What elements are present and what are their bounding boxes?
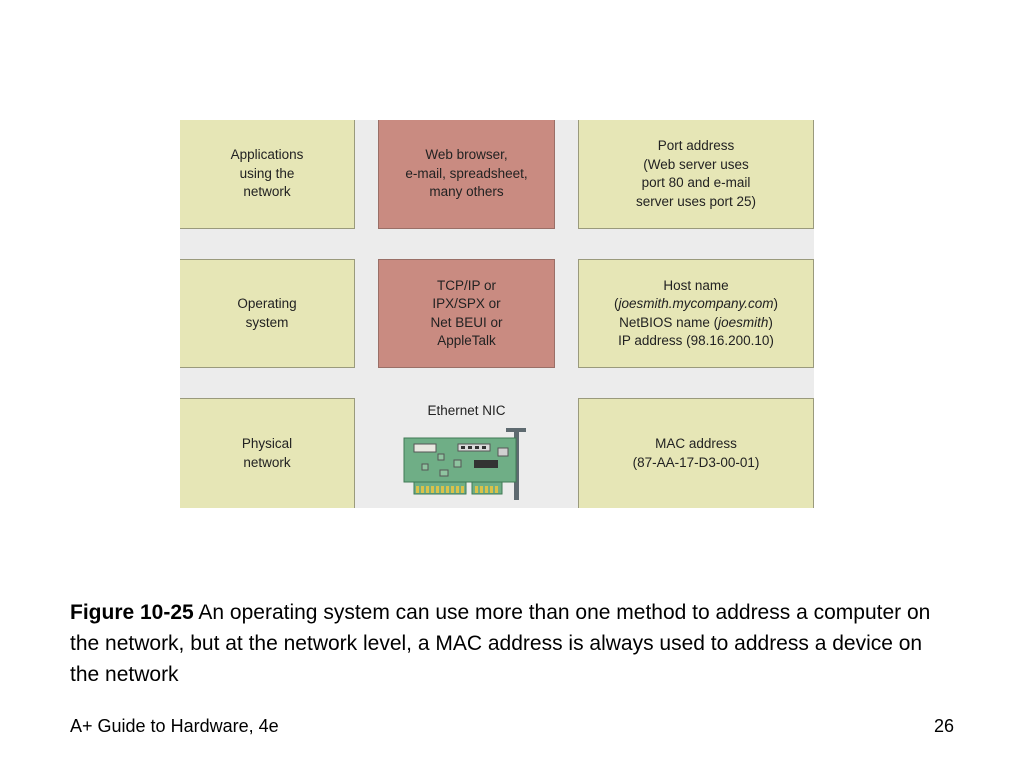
box-line: MAC address [655, 436, 737, 451]
box-line: e-mail, spreadsheet, [405, 165, 528, 181]
applications-box: Applications using the network [180, 120, 355, 229]
box-line: Net BEUI or [430, 314, 503, 330]
box-line: many others [429, 184, 504, 200]
box-line: port 80 and e-mail [641, 175, 751, 190]
host-name-value: joesmith.mycompany.com [618, 296, 774, 311]
host-name-value-line: (joesmith.mycompany.com) [614, 295, 778, 314]
operating-system-box: Operating system [180, 259, 355, 368]
box-line: Operating [237, 296, 297, 311]
box-line: Physical [241, 436, 293, 451]
mac-address-box: MAC address (87-AA-17-D3-00-01) [578, 398, 814, 508]
web-browser-box: Web browser, e-mail, spreadsheet, many o… [378, 120, 555, 229]
netbios-label: NetBIOS name ( [619, 314, 719, 330]
box-line: IPX/SPX or [432, 296, 501, 311]
ip-address-line: IP address (98.16.200.10) [618, 333, 774, 348]
box-line: using the [239, 165, 295, 181]
figure-number: Figure 10-25 [70, 601, 194, 624]
protocols-box: TCP/IP or IPX/SPX or Net BEUI or AppleTa… [378, 259, 555, 368]
netbios-line: NetBIOS name (joesmith) [619, 314, 773, 333]
box-line: network [243, 184, 291, 200]
host-name-box: Host name (joesmith.mycompany.com) NetBI… [578, 259, 814, 368]
netbios-value: joesmith [718, 314, 769, 330]
paren-close: ) [768, 314, 773, 330]
addressing-diagram: Applications using the network Web brows… [180, 120, 814, 508]
paren-open: ( [613, 296, 619, 311]
box-line: TCP/IP or [436, 277, 497, 293]
ethernet-nic-label: Ethernet NIC [427, 403, 506, 418]
box-line: system [245, 314, 289, 330]
box-line: (87-AA-17-D3-00-01) [632, 454, 760, 470]
paren-close: ) [773, 296, 779, 311]
box-line: server uses port 25) [635, 193, 757, 209]
physical-network-box: Physical network [180, 398, 355, 508]
host-name-label: Host name [663, 277, 729, 293]
box-line: network [243, 454, 291, 470]
figure-caption: Figure 10-25 An operating system can use… [70, 597, 950, 690]
caption-text: An operating system can use more than on… [70, 601, 931, 686]
box-line: AppleTalk [437, 333, 496, 348]
page-number: 26 [933, 716, 954, 736]
ethernet-nic-area: Ethernet NIC [378, 398, 555, 508]
port-address-box: Port address (Web server uses port 80 an… [578, 120, 814, 229]
book-title: A+ Guide to Hardware, 4e [70, 716, 279, 736]
ethernet-nic-card-icon [403, 428, 526, 500]
box-line: Web browser, [425, 147, 508, 163]
box-line: Applications [230, 147, 304, 163]
box-line: (Web server uses [643, 156, 749, 172]
box-line: Port address [657, 138, 735, 153]
